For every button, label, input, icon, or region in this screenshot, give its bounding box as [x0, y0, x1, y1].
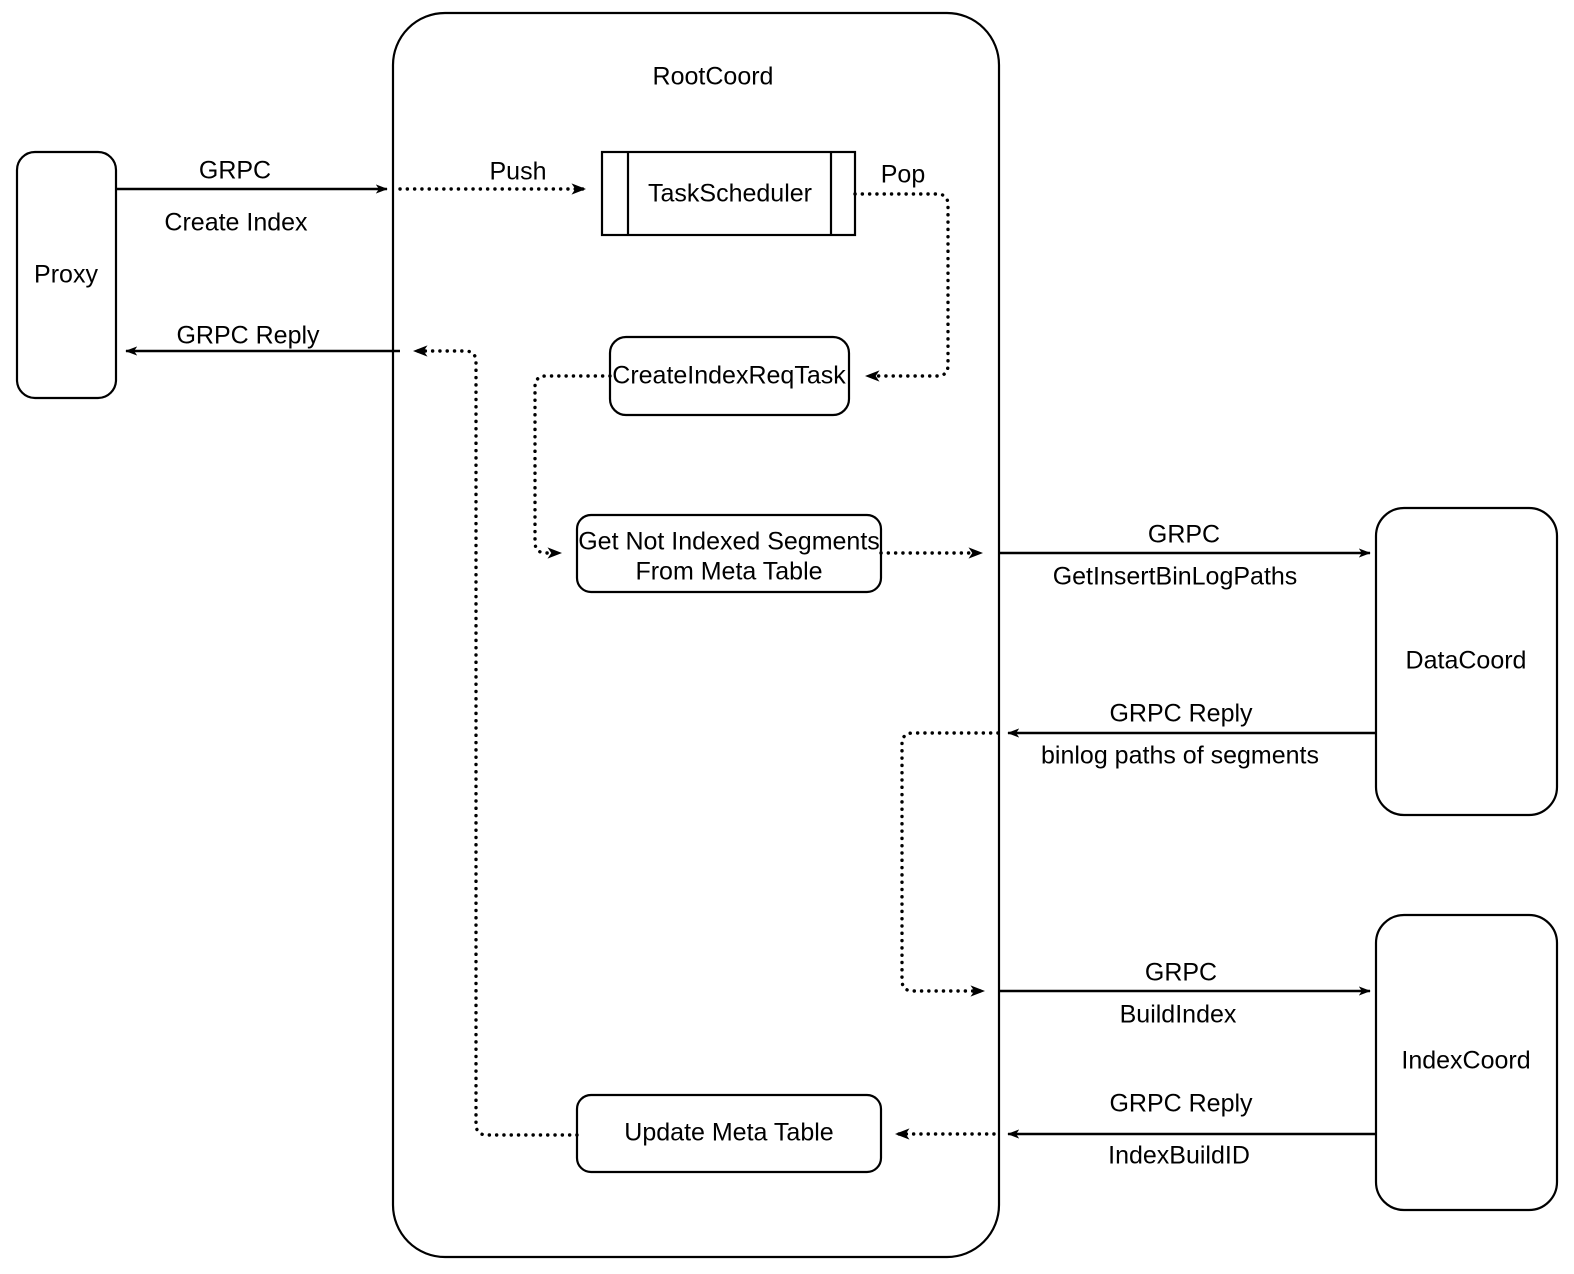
node-update-meta-table[interactable]: Update Meta Table — [575, 1093, 883, 1174]
rootcoord-label: RootCoord — [653, 63, 774, 91]
edge-rootcoord-to-indexcoord-label2: BuildIndex — [1120, 1001, 1237, 1029]
edge-indexcoord-to-rootcoord: GRPC Reply IndexBuildID — [1007, 1090, 1376, 1170]
edge-rootcoord-to-datacoord-label2: GetInsertBinLogPaths — [1053, 563, 1298, 591]
edge-task-to-getsegments-line — [533, 374, 612, 559]
node-datacoord[interactable]: DataCoord — [1374, 506, 1559, 817]
edge-indexcoord-to-rootcoord-label2: IndexBuildID — [1108, 1142, 1250, 1170]
edge-rootcoord-to-indexcoord-label1: GRPC — [1145, 959, 1217, 987]
edge-proxy-to-rootcoord-label1: GRPC — [199, 157, 271, 185]
datacoord-box[interactable] — [1374, 506, 1559, 817]
edge-datacoord-to-rootcoord: GRPC Reply binlog paths of segments — [1007, 700, 1376, 770]
node-get-not-indexed-segments[interactable]: Get Not Indexed Segments From Meta Table — [575, 513, 883, 594]
task-scheduler-label: TaskScheduler — [648, 180, 812, 208]
datacoord-label: DataCoord — [1406, 647, 1527, 675]
edge-binlog-loop-line — [900, 731, 1000, 997]
indexcoord-box[interactable] — [1374, 913, 1559, 1212]
edge-update-to-reply-line — [412, 345, 579, 1137]
edge-rootcoord-to-indexcoord: GRPC BuildIndex — [998, 959, 1371, 1029]
node-proxy[interactable]: Proxy — [15, 150, 118, 400]
get-not-indexed-segments-label-line2: From Meta Table — [635, 558, 822, 586]
edge-rootcoord-to-proxy: GRPC Reply — [125, 322, 400, 356]
edge-scheduler-to-task: Pop — [853, 161, 950, 382]
edge-pop-label: Pop — [881, 161, 925, 189]
edge-proxy-to-rootcoord-label2: Create Index — [164, 209, 308, 237]
node-indexcoord[interactable]: IndexCoord — [1374, 913, 1559, 1212]
container-rootcoord: RootCoord — [391, 11, 1001, 1259]
edge-datacoord-to-rootcoord-label2: binlog paths of segments — [1041, 742, 1319, 770]
edge-proxy-to-rootcoord: GRPC Create Index — [116, 157, 388, 237]
proxy-label: Proxy — [34, 261, 98, 289]
edge-datacoord-to-rootcoord-label1: GRPC Reply — [1109, 700, 1253, 728]
indexcoord-label: IndexCoord — [1401, 1047, 1530, 1075]
edge-rootcoord-to-proxy-label1: GRPC Reply — [176, 322, 320, 350]
rootcoord-boundary — [391, 11, 1001, 1259]
edge-rootcoord-to-datacoord: GRPC GetInsertBinLogPaths — [998, 521, 1371, 591]
edge-push-label: Push — [490, 158, 547, 186]
edge-rootcoord-to-datacoord-label1: GRPC — [1148, 521, 1220, 549]
edge-rootcoord-to-scheduler: Push — [398, 158, 587, 195]
edge-binlog-loop — [900, 731, 1000, 997]
node-task-scheduler[interactable]: TaskScheduler — [600, 150, 857, 237]
edge-pop-line — [853, 192, 950, 382]
node-create-index-req-task[interactable]: CreateIndexReqTask — [608, 335, 851, 417]
edge-update-to-reply — [412, 345, 579, 1137]
edge-indexcoord-to-rootcoord-label1: GRPC Reply — [1109, 1090, 1253, 1118]
proxy-box[interactable] — [15, 150, 118, 400]
create-index-req-task-label: CreateIndexReqTask — [612, 362, 846, 390]
update-meta-table-label: Update Meta Table — [624, 1119, 833, 1147]
get-not-indexed-segments-label-line1: Get Not Indexed Segments — [578, 528, 880, 556]
edge-task-to-getsegments — [533, 374, 612, 559]
